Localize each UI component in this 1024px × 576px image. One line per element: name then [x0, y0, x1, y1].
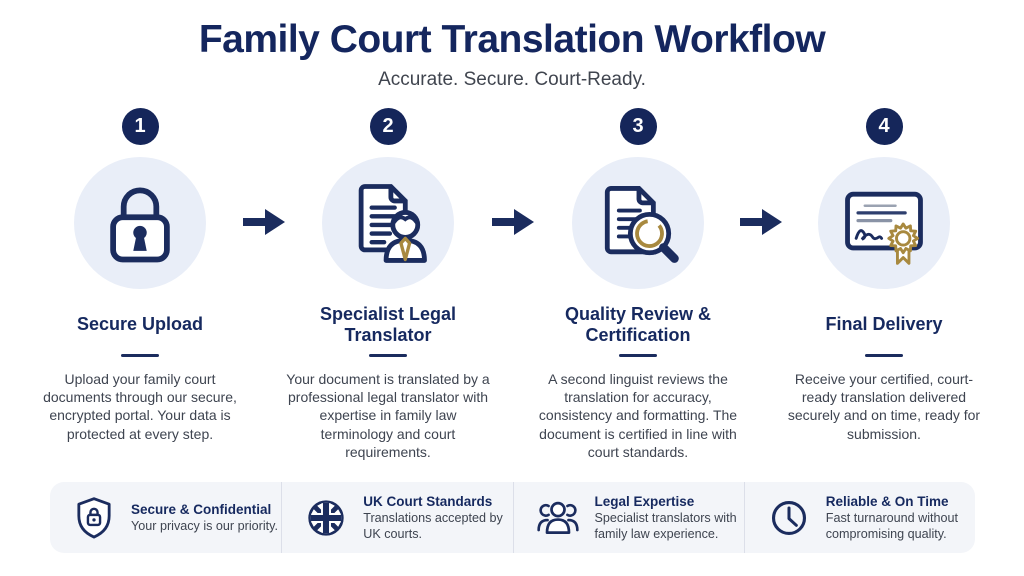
step-description: Receive your certified, court-ready tran…: [787, 371, 981, 442]
feature-description: Your privacy is our priority.: [131, 519, 278, 534]
document-magnifier-icon: [572, 157, 704, 289]
feature-description: Translations accepted by UK courts.: [363, 511, 503, 542]
title-divider: [619, 354, 657, 357]
feature-title: Reliable & On Time: [825, 493, 949, 509]
step-number-badge: 3: [619, 108, 657, 145]
lock-icon: [74, 157, 206, 289]
feature-bar: Secure & Confidential Your privacy is ou…: [50, 482, 975, 553]
step-title: Quality Review & Certification: [564, 303, 712, 345]
step-description: Upload your family court documents throu…: [43, 371, 237, 442]
feature-reliable-on-time: Reliable & On Time Fast turnaround witho…: [743, 482, 975, 553]
step-title: Specialist Legal Translator: [319, 303, 457, 345]
step-specialist-legal-translator: 2 Specialist Legal Translator Your docum…: [282, 108, 494, 461]
step-quality-review-certification: 3 Quality Review & Certification A secon…: [532, 108, 744, 461]
feature-title: Secure & Confidential: [131, 501, 272, 517]
translator-document-icon: [322, 157, 454, 289]
step-number-badge: 1: [121, 108, 159, 145]
feature-description: Fast turnaround without compromising qua…: [825, 511, 959, 542]
step-secure-upload: 1 Secure Upload Upload your family court…: [34, 108, 246, 443]
title-divider: [121, 354, 159, 357]
step-title: Final Delivery: [825, 314, 943, 335]
arrow-right-icon: [740, 209, 782, 235]
feature-secure-confidential: Secure & Confidential Your privacy is ou…: [50, 482, 281, 553]
title-divider: [865, 354, 903, 357]
clock-icon: [766, 495, 812, 541]
step-title: Secure Upload: [76, 314, 204, 335]
feature-title: Legal Expertise: [594, 493, 695, 509]
feature-text: UK Court Standards Translations accepted…: [363, 493, 512, 543]
uk-flag-icon: [303, 495, 349, 541]
shield-lock-icon: [71, 495, 117, 541]
page-subtitle: Accurate. Secure. Court-Ready.: [378, 69, 646, 90]
feature-description: Specialist translators with family law e…: [594, 511, 737, 542]
feature-title: UK Court Standards: [363, 493, 493, 509]
step-final-delivery: 4 Final Delivery Receive your certified,…: [778, 108, 990, 443]
feature-text: Legal Expertise Specialist translators w…: [595, 493, 744, 543]
people-icon: [535, 495, 581, 541]
arrow-right-icon: [243, 209, 285, 235]
feature-text: Reliable & On Time Fast turnaround witho…: [826, 493, 975, 543]
title-divider: [369, 354, 407, 357]
feature-text: Secure & Confidential Your privacy is ou…: [131, 501, 278, 535]
step-number-badge: 2: [369, 108, 407, 145]
workflow-steps-row: 1 Secure Upload Upload your family court…: [0, 108, 1024, 468]
feature-uk-court-standards: UK Court Standards Translations accepted…: [281, 482, 512, 553]
step-number-badge: 4: [865, 108, 903, 145]
page-title: Family Court Translation Workflow: [198, 18, 826, 61]
arrow-right-icon: [492, 209, 534, 235]
step-description: A second linguist reviews the translatio…: [538, 371, 738, 460]
step-description: Your document is translated by a profess…: [286, 371, 490, 460]
feature-legal-expertise: Legal Expertise Specialist translators w…: [512, 482, 744, 553]
certificate-icon: [818, 157, 950, 289]
